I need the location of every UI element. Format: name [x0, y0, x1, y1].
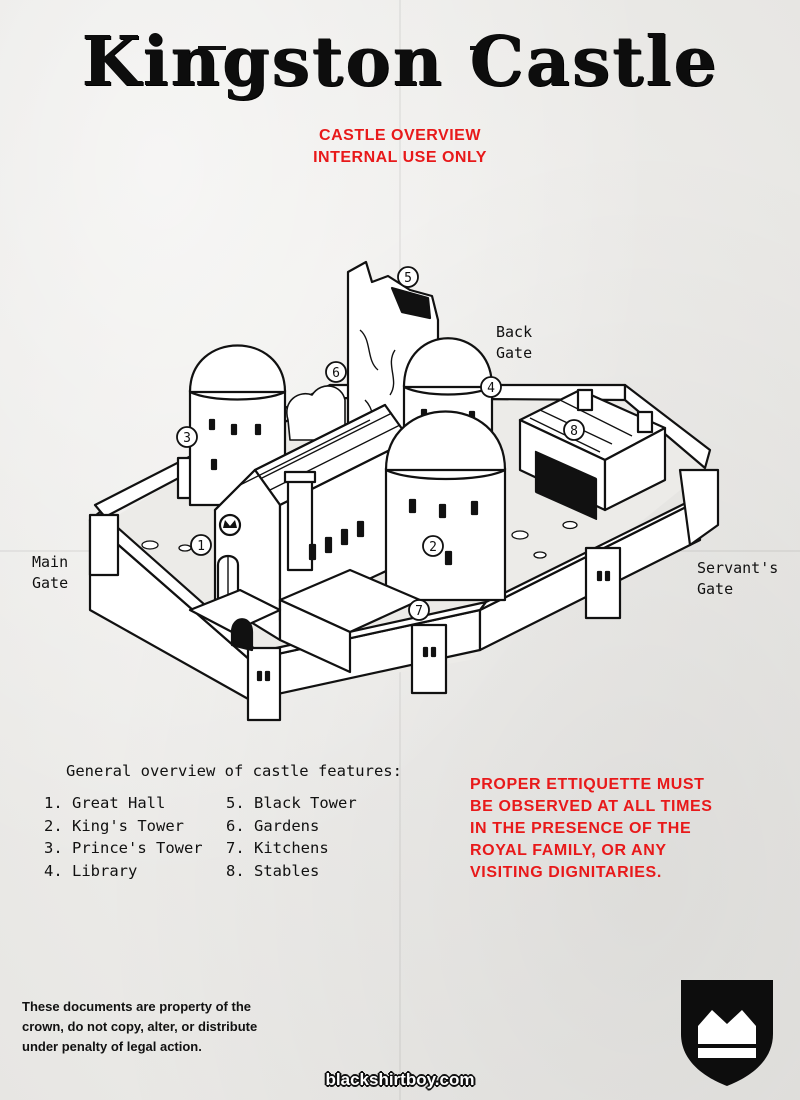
warning-line: ROYAL FAMILY, OR ANY	[470, 842, 667, 859]
etiquette-warning: PROPER ETTIQUETTE MUST BE OBSERVED AT AL…	[470, 774, 790, 884]
warning-line: IN THE PRESENCE OF THE	[470, 820, 692, 837]
overview-heading: General overview of castle features:	[66, 762, 402, 780]
feature-item: 7. Kitchens	[226, 839, 329, 857]
legal-notice: These documents are property of the crow…	[22, 997, 332, 1057]
feature-list-left: 1. Great Hall 2. King's Tower 3. Prince'…	[44, 792, 203, 882]
marker-8: 8	[563, 419, 585, 441]
back-gate-label-line-1: Back	[496, 323, 533, 341]
main-gate-label-line-1: Main	[32, 553, 69, 571]
back-gate-label: Back Gate	[496, 322, 532, 364]
marker-1: 1	[190, 534, 212, 556]
subtitle-line-1: CASTLE OVERVIEW	[319, 127, 481, 144]
svg-text:8: 8	[570, 424, 578, 439]
title-rule-left	[198, 46, 226, 50]
title-rule-mid	[470, 46, 484, 50]
feature-item: 4. Library	[44, 861, 138, 880]
castle-illustration: 1 2 3 4 5 6 7 8	[88, 260, 720, 722]
page-title: Kingston Castle	[81, 22, 719, 102]
svg-text:1: 1	[197, 539, 205, 554]
svg-text:2: 2	[429, 540, 437, 555]
feature-item: 8. Stables	[226, 861, 320, 880]
marker-3: 3	[176, 426, 198, 448]
website-link[interactable]: blackshirtboy.com	[325, 1070, 475, 1089]
svg-text:6: 6	[332, 366, 340, 381]
warning-line: BE OBSERVED AT ALL TIMES	[470, 798, 713, 815]
warning-line: VISITING DIGNITARIES.	[470, 864, 662, 881]
marker-4: 4	[480, 376, 502, 398]
feature-item: 1. Great Hall	[44, 794, 166, 812]
feature-item: 6. Gardens	[226, 816, 320, 835]
marker-2: 2	[422, 535, 444, 557]
feature-item: 2. King's Tower	[44, 816, 184, 835]
marker-7: 7	[408, 599, 430, 621]
main-gate-label-line-2: Gate	[32, 574, 69, 592]
marker-6: 6	[325, 361, 347, 383]
main-gate-label: Main Gate	[32, 552, 68, 594]
svg-text:3: 3	[183, 431, 191, 446]
back-gate-label-line-2: Gate	[496, 344, 533, 362]
notice-line: crown, do not copy, alter, or distribute	[22, 1019, 258, 1034]
crown-shield-icon	[681, 980, 773, 1086]
svg-text:4: 4	[487, 381, 495, 396]
feature-item: 5. Black Tower	[226, 794, 357, 812]
svg-text:7: 7	[415, 604, 423, 619]
feature-item: 3. Prince's Tower	[44, 839, 203, 857]
servants-gate-label: Servant's Gate	[697, 558, 778, 600]
notice-line: These documents are property of the	[22, 999, 251, 1014]
notice-line: under penalty of legal action.	[22, 1039, 202, 1054]
servants-gate-label-line-2: Gate	[697, 580, 734, 598]
servants-gate-label-line-1: Servant's	[697, 559, 779, 577]
svg-text:5: 5	[404, 271, 412, 286]
marker-5: 5	[397, 266, 419, 288]
warning-line: PROPER ETTIQUETTE MUST	[470, 776, 705, 793]
subtitle-line-2: INTERNAL USE ONLY	[313, 149, 487, 166]
feature-list-right: 5. Black Tower 6. Gardens 7. Kitchens 8.…	[226, 792, 357, 882]
